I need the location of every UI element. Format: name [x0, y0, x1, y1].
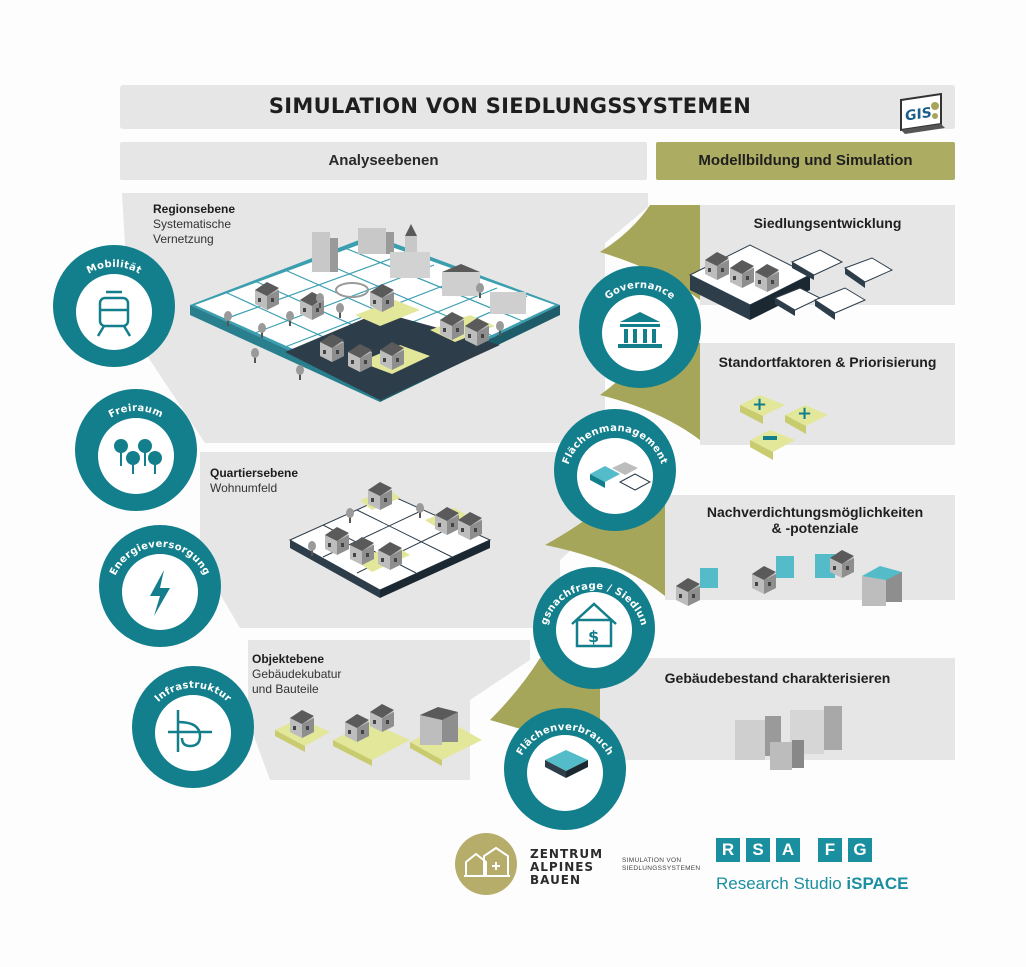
- government-building-icon: [618, 312, 662, 348]
- object-illustration: [275, 704, 482, 766]
- object-level-sub1: Gebäudekubatur: [252, 667, 342, 681]
- zab-line-2: ALPINES: [530, 860, 595, 874]
- quarter-level-title: Quartiersebene: [210, 466, 299, 480]
- zab-line-1: ZENTRUM: [530, 847, 604, 861]
- svg-text:Mobilität: Mobilität: [85, 259, 143, 277]
- small-caption-1: SIMULATION VON: [622, 857, 682, 864]
- title-bar: [120, 85, 955, 129]
- modelling-header: Modellbildung und Simulation: [656, 142, 955, 180]
- small-caption: SIMULATION VON SIEDLUNGSSYSTEMEN: [622, 857, 700, 873]
- trees-icon: [114, 439, 162, 474]
- circle-label-mobility: Mobilität: [85, 259, 143, 277]
- small-caption-2: SIEDLUNGSSYSTEMEN: [622, 865, 701, 872]
- zab-logo-text: ZENTRUM ALPINES BAUEN: [530, 848, 603, 887]
- region-level-sub1: Systematische: [153, 217, 232, 231]
- svg-text:+: +: [752, 394, 767, 415]
- research-studio-prefix: Research Studio: [716, 874, 847, 893]
- densification-illustration: [676, 550, 902, 606]
- gis-label: GIS: [905, 105, 932, 125]
- grey-band-2: [700, 343, 955, 445]
- rsa-letter-s: S: [746, 838, 770, 862]
- object-level-title: Objektebene: [252, 652, 325, 666]
- zab-line-3: BAUEN: [530, 873, 582, 887]
- circle-land-management: Flächenmanagement: [554, 409, 676, 531]
- svg-text:+: +: [797, 403, 812, 424]
- gis-monitor-icon: GIS: [900, 92, 945, 134]
- sim-step-4-label: Gebäudebestand charakterisieren: [664, 670, 891, 686]
- analysis-levels-label: Analyseebenen: [328, 152, 439, 169]
- zab-logo-icon: [455, 833, 517, 895]
- sim-step-3-label-2: & -potenziale: [771, 520, 859, 536]
- sim-step-3-label-1: Nachverdichtungsmöglichkeiten: [706, 504, 924, 520]
- object-level-sub2: und Bauteile: [252, 682, 319, 696]
- research-studio-label: Research Studio iSPACE: [716, 874, 908, 894]
- house-dollar-icon: $: [571, 602, 617, 648]
- road-interchange-icon: [168, 710, 212, 752]
- svg-text:$: $: [588, 627, 599, 646]
- sim-step-1-label: Siedlungsentwicklung: [753, 215, 902, 231]
- circle-infrastructure: Infrastruktur: [132, 666, 254, 788]
- analysis-levels-header: Analyseebenen: [120, 142, 647, 180]
- plots-icon: [590, 462, 652, 491]
- sim-step-2: Standortfaktoren & Priorisierung: [700, 354, 955, 370]
- circle-open-space: Freiraum: [75, 389, 197, 511]
- region-level-label: Regionsebene Systematische Vernetzung: [153, 202, 235, 247]
- rsa-letter-a: A: [776, 838, 800, 862]
- modelling-label: Modellbildung und Simulation: [698, 152, 913, 169]
- object-level-label: Objektebene Gebäudekubatur und Bauteile: [252, 652, 341, 697]
- sim-step-4: Gebäudebestand charakterisieren: [600, 670, 955, 686]
- rsa-letter-f: F: [818, 838, 842, 862]
- sim-step-3: Nachverdichtungsmöglichkeiten & -potenzi…: [670, 504, 960, 536]
- circle-land-consumption: Flächenverbrauch: [504, 708, 626, 830]
- rsa-letter-r: R: [716, 838, 740, 862]
- circle-governance: Governance: [579, 266, 701, 388]
- settlement-development-illustration: [688, 244, 894, 320]
- circle-energy-supply: Energieversorgung: [99, 525, 221, 647]
- page-title: SIMULATION VON SIEDLUNGSSYSTEMEN: [268, 94, 752, 118]
- quarter-level-label: Quartiersebene Wohnumfeld: [210, 466, 298, 496]
- sim-step-1: Siedlungsentwicklung: [700, 215, 955, 231]
- research-studio-bold: iSPACE: [846, 874, 909, 893]
- land-plot-icon: [545, 750, 588, 778]
- quarter-level-sub1: Wohnumfeld: [210, 481, 278, 495]
- rsa-letter-g: G: [848, 838, 872, 862]
- region-city-illustration: [190, 224, 560, 402]
- quarter-illustration: [288, 482, 492, 598]
- region-level-title: Regionsebene: [153, 202, 236, 216]
- building-stock-illustration: [735, 706, 842, 770]
- circle-mobility: Mobilität: [53, 245, 175, 367]
- location-factors-illustration: + +: [740, 394, 828, 460]
- train-icon: [96, 290, 132, 337]
- region-level-sub2: Vernetzung: [153, 232, 214, 246]
- sim-step-2-label: Standortfaktoren & Priorisierung: [718, 354, 937, 370]
- lightning-icon: [150, 570, 170, 616]
